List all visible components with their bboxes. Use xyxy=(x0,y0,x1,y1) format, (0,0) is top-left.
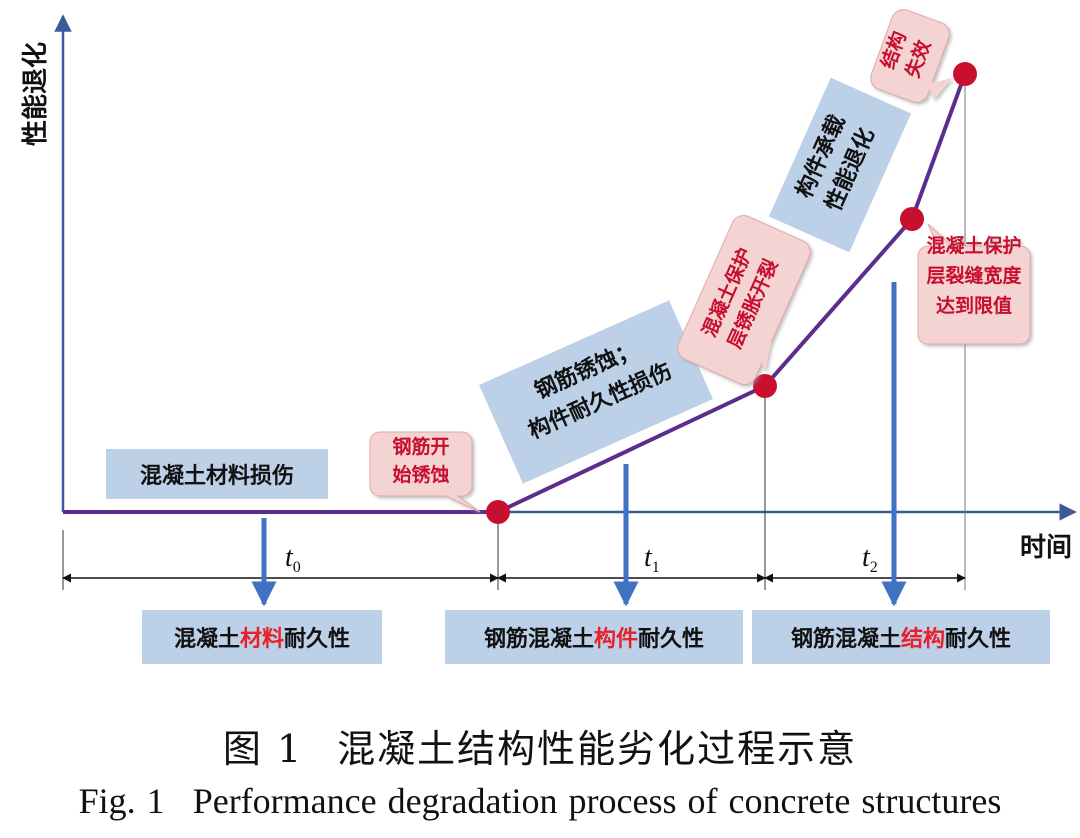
svg-text:混凝土材料耐久性: 混凝土材料耐久性 xyxy=(174,626,350,652)
caption-en-title: Performance degradation process of concr… xyxy=(192,781,1002,821)
degradation-diagram: 性能退化 时间 t0 t1 t2 混凝土材料损伤 钢筋锈蚀；构件耐久性损伤 构件… xyxy=(20,9,1077,664)
caption-cn-number: 图 1 xyxy=(222,727,304,771)
durability-material: 混凝土材料耐久性 xyxy=(142,610,382,664)
svg-text:钢筋混凝土构件耐久性: 钢筋混凝土构件耐久性 xyxy=(484,626,704,652)
event-corrosion-start-label: 钢筋开始锈蚀 xyxy=(392,435,449,486)
caption-en-number: Fig. 1 xyxy=(78,781,165,821)
durability-structure: 钢筋混凝土结构耐久性 xyxy=(752,610,1050,664)
x-axis-label: 时间 xyxy=(1020,533,1072,563)
event-corrosion-start: 钢筋开始锈蚀 xyxy=(369,431,481,513)
caption-cn-title: 混凝土结构性能劣化过程示意 xyxy=(337,727,858,771)
y-axis-label: 性能退化 xyxy=(20,42,51,146)
node-corrosion-start xyxy=(486,500,510,524)
period-label-t0: t0 xyxy=(285,542,301,576)
event-cover-cracking: 混凝土保护层锈胀开裂 xyxy=(677,215,811,385)
durability-member: 钢筋混凝土构件耐久性 xyxy=(445,610,743,664)
node-cover-cracking xyxy=(753,374,777,398)
event-crack-limit-label: 混凝土保护层裂缝宽度达到限值 xyxy=(926,234,1022,317)
period-label-t2: t2 xyxy=(862,542,878,576)
svg-text:钢筋混凝土结构耐久性: 钢筋混凝土结构耐久性 xyxy=(791,626,1011,652)
stage-performance-degradation: 构件承载性能退化 xyxy=(768,77,912,253)
event-failure: 结构失效 xyxy=(870,9,952,103)
stage-rebar-corrosion: 钢筋锈蚀；构件耐久性损伤 xyxy=(479,300,713,484)
caption-english: Fig. 1 Performance degradation process of… xyxy=(0,780,1080,822)
caption-chinese: 图 1 混凝土结构性能劣化过程示意 xyxy=(0,718,1080,773)
stage-concrete-damage: 混凝土材料损伤 xyxy=(106,449,328,499)
node-failure xyxy=(953,62,977,86)
event-crack-limit: 混凝土保护层裂缝宽度达到限值 xyxy=(917,223,1031,345)
stage-concrete-damage-label: 混凝土材料损伤 xyxy=(140,463,294,489)
node-crack-limit xyxy=(900,207,924,231)
period-label-t1: t1 xyxy=(644,542,660,576)
